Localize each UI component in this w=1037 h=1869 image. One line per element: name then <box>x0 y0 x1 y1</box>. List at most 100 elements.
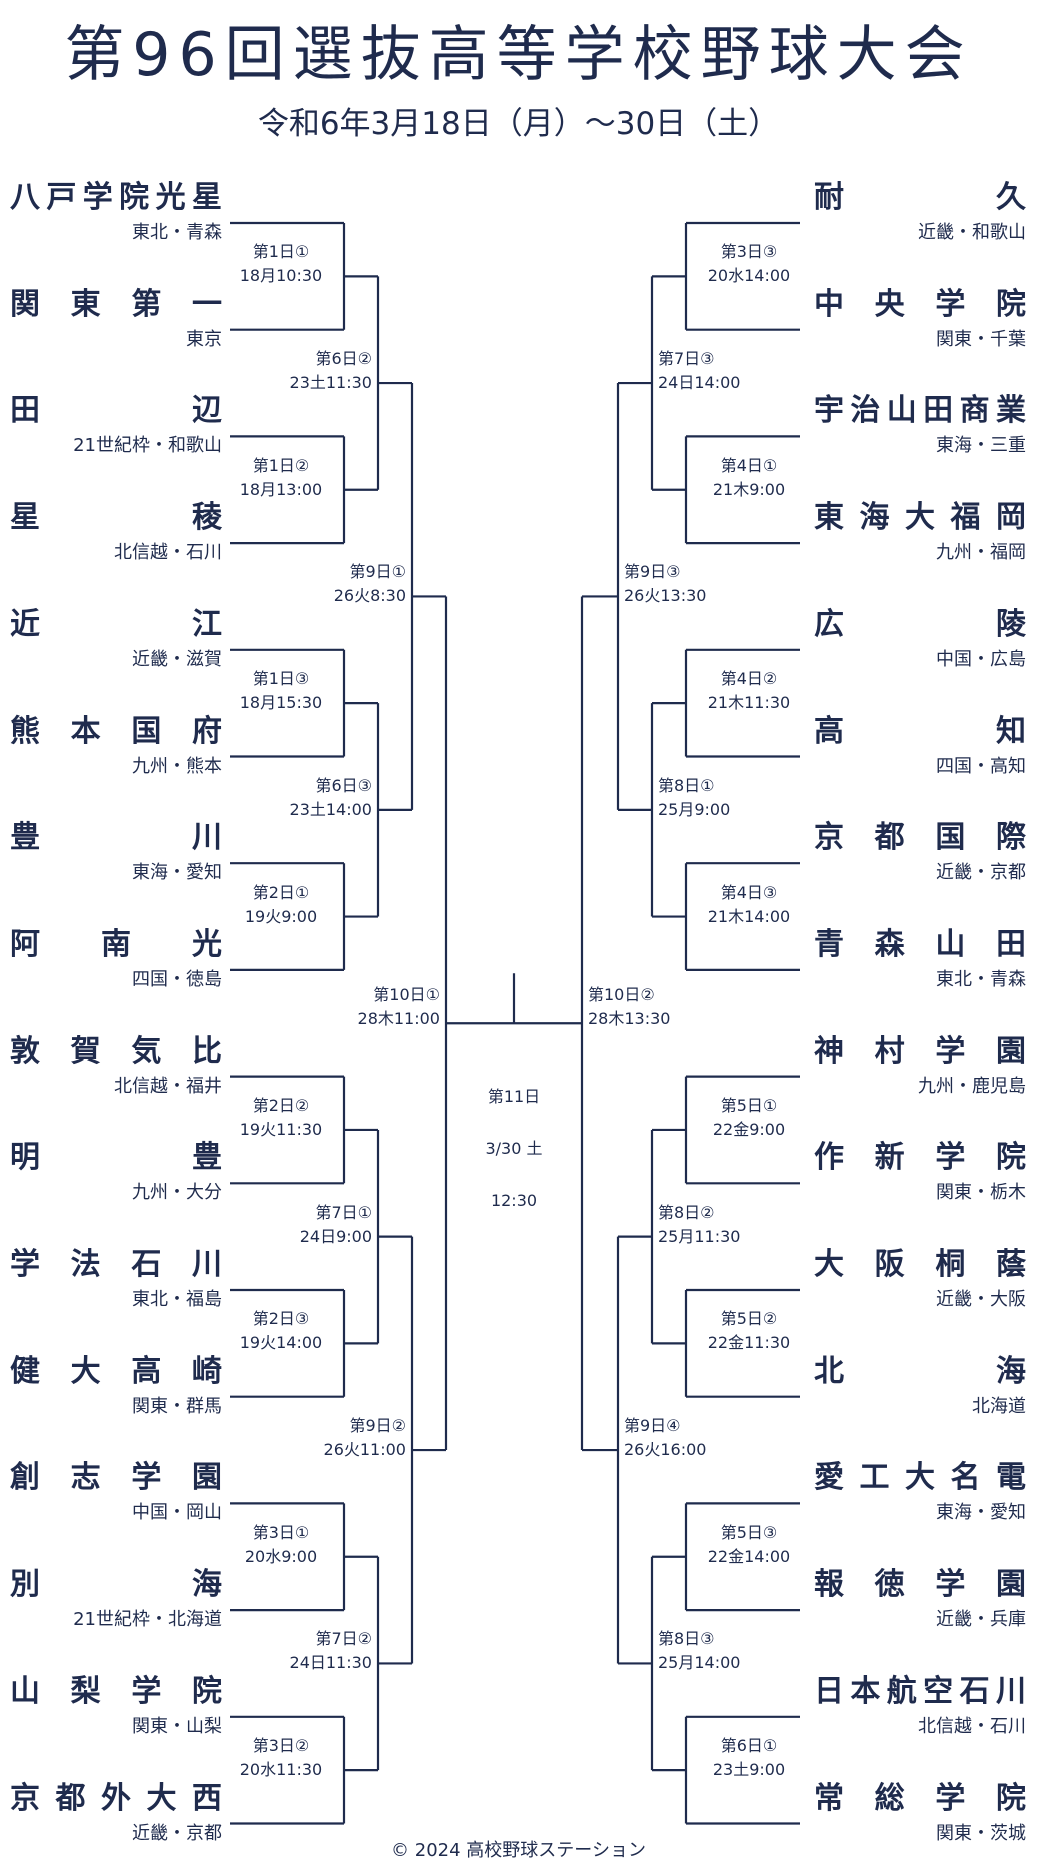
match-day: 第3日③ <box>720 242 778 262</box>
match-time: 19火9:00 <box>244 906 318 926</box>
team-region: 東海・三重 <box>936 435 1026 457</box>
team-name: 神村学園 <box>814 1033 1026 1071</box>
team-region: 近畿・京都 <box>132 1822 222 1844</box>
team-name: 健大高崎 <box>10 1353 222 1391</box>
tournament-title: 第96回選抜高等学校野球大会 <box>64 20 973 90</box>
match-day: 第3日② <box>252 1736 310 1756</box>
team-name: 京都外大西 <box>10 1780 222 1818</box>
match-day: 第2日② <box>252 1095 310 1115</box>
team-name: 八戸学院光星 <box>10 179 222 217</box>
team-name-char: 学 <box>935 1567 966 1603</box>
team-name: 学法石川 <box>10 1246 222 1284</box>
team-name-char: 田 <box>923 393 954 429</box>
team-name-char: 院 <box>119 180 150 215</box>
team-name-char: 東 <box>70 286 101 322</box>
team-name: 日本航空石川 <box>814 1673 1026 1711</box>
match-time: 21木11:30 <box>707 693 791 713</box>
team-name-char: 日 <box>814 1673 844 1709</box>
team-name-char: 福 <box>950 500 981 536</box>
team-name-char: 都 <box>55 1780 86 1816</box>
team-name-char: 学 <box>935 286 966 322</box>
team-name-char: 稜 <box>192 500 222 536</box>
team-name-char: 関 <box>10 286 40 322</box>
team-name: 北海 <box>814 1353 1026 1391</box>
team-name: 別海 <box>10 1566 222 1604</box>
team-name-char: 本 <box>70 713 101 749</box>
match-day: 第4日① <box>720 455 778 475</box>
team-name-char: 学 <box>131 1460 162 1496</box>
team-name-char: 戸 <box>46 180 77 215</box>
team-name-char: 星 <box>10 500 40 536</box>
team-name: 京都国際 <box>814 819 1026 857</box>
team-name-char: 山 <box>886 393 917 429</box>
match-label: 第9日③ 26火13:30 <box>624 560 706 608</box>
match-day: 第4日② <box>720 669 778 689</box>
team-region: 九州・熊本 <box>132 755 222 777</box>
team-name-char: 学 <box>10 1247 40 1282</box>
team-name-char: 院 <box>995 1780 1026 1816</box>
match-day: 第1日① <box>252 242 310 262</box>
match-time: 19火14:00 <box>239 1333 323 1353</box>
team-name-char: 工 <box>859 1460 890 1496</box>
match-time: 25月9:00 <box>658 799 731 819</box>
team-name-char: 園 <box>191 1460 222 1496</box>
team-name-char: 南 <box>101 926 131 962</box>
team-name-char: 光 <box>155 180 186 215</box>
team-name-char: 梨 <box>70 1673 101 1709</box>
match-day: 第6日① <box>720 1736 778 1756</box>
match-time: 24日14:00 <box>658 373 741 393</box>
team-region: 近畿・大阪 <box>936 1289 1026 1310</box>
team-name: 中央学院 <box>814 286 1026 324</box>
team-name: 青森山田 <box>814 926 1026 964</box>
team-name-char: 航 <box>886 1673 917 1709</box>
match-day: 第2日③ <box>252 1309 310 1329</box>
match-time: 20水14:00 <box>707 266 791 286</box>
team-name-char: 明 <box>10 1140 40 1176</box>
team-name-char: 辺 <box>192 393 222 429</box>
team-name-char: 愛 <box>814 1460 844 1496</box>
team-name-char: 常 <box>814 1780 844 1816</box>
team-name-char: 東 <box>814 500 844 536</box>
team-region: 東海・愛知 <box>132 862 222 884</box>
team-name: 大阪桐蔭 <box>814 1246 1026 1284</box>
team-name: 山梨学院 <box>10 1673 222 1711</box>
team-name-char: 田 <box>10 393 40 429</box>
team-region: 21世紀枠・和歌山 <box>73 435 222 457</box>
copyright-footer: © 2024 高校野球ステーション <box>391 1840 646 1861</box>
team-name-char: 商 <box>959 393 990 429</box>
team-name-char: 総 <box>874 1780 905 1816</box>
match-time: 26火11:00 <box>323 1440 406 1460</box>
team-name-char: 新 <box>874 1140 905 1176</box>
team-region: 四国・高知 <box>936 755 1026 777</box>
team-name-char: 作 <box>814 1140 844 1176</box>
team-region: 近畿・京都 <box>936 862 1026 884</box>
team-name-char: 桐 <box>935 1247 966 1282</box>
match-time: 18月15:30 <box>239 693 323 713</box>
match-time: 26火8:30 <box>333 586 406 606</box>
match-day: 第9日③ <box>624 562 681 582</box>
team-name-char: 神 <box>814 1033 844 1069</box>
match-day: 第1日③ <box>252 669 310 689</box>
match-time: 26火13:30 <box>624 586 707 606</box>
team-name-char: 青 <box>814 926 844 962</box>
team-name: 宇治山田商業 <box>814 392 1026 430</box>
team-name-char: 高 <box>814 713 844 749</box>
team-name-char: 志 <box>70 1460 101 1496</box>
team-name-char: 阿 <box>10 926 40 962</box>
team-name-char: 中 <box>814 286 844 322</box>
final-match-info: 第11日 3/30 土 12:30 <box>446 1085 582 1241</box>
team-name-char: 学 <box>82 180 113 215</box>
match-day: 第8日③ <box>658 1629 715 1649</box>
team-name-char: 豊 <box>10 820 40 856</box>
team-name-char: 山 <box>10 1673 40 1709</box>
